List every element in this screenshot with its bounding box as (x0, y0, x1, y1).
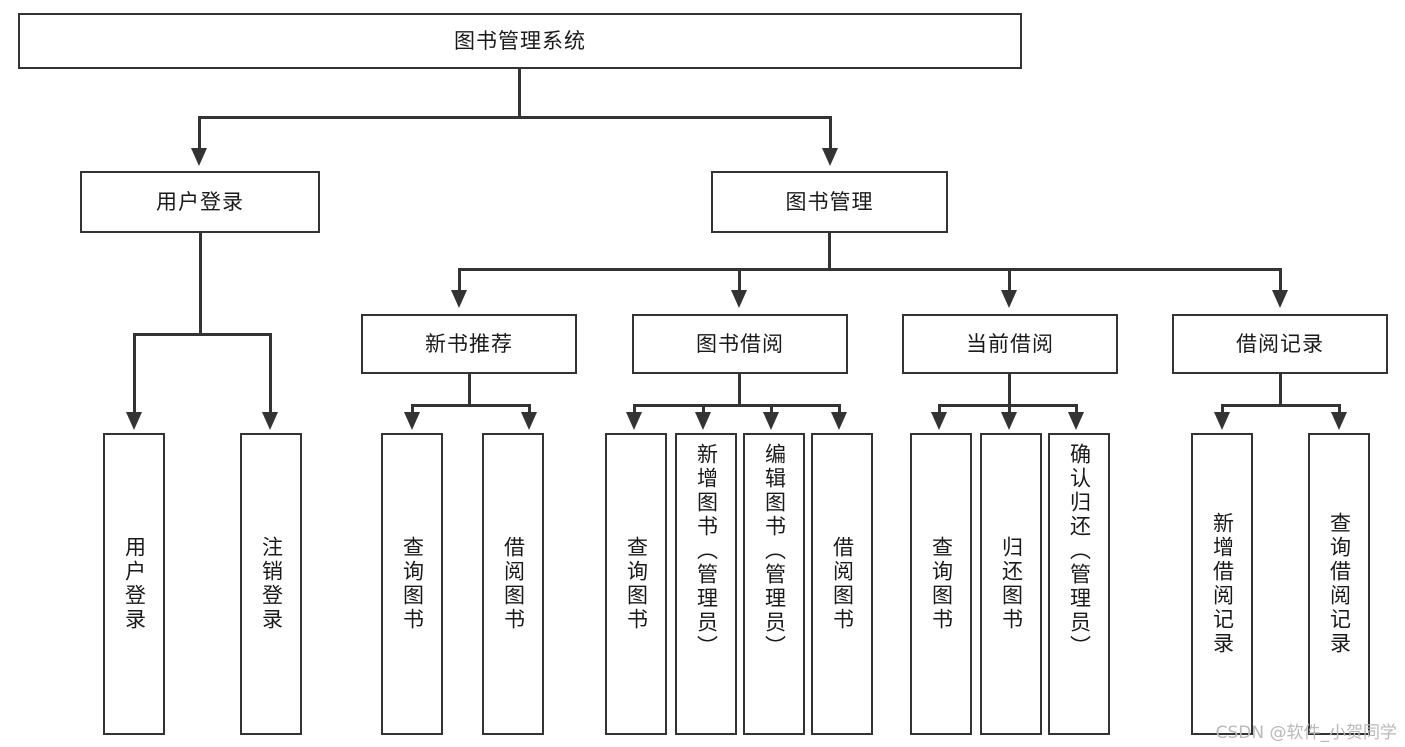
leaf-nb-query-book[interactable]: 查询图书 (381, 433, 443, 735)
edge-root-to-book-manage (829, 116, 832, 151)
edge-new-book-bar (411, 404, 531, 407)
edge-to-book-borrow (738, 268, 741, 293)
edge-user-login-stem (199, 233, 202, 334)
leaf-bb-edit-book[interactable]: 编辑图书（管理员） (743, 433, 805, 735)
edge-book-manage-stem (828, 233, 831, 270)
edge-book-borrow-stem (738, 374, 741, 406)
arrowhead-nb-leaf2 (521, 412, 537, 430)
arrowhead-user-login (191, 148, 207, 166)
leaf-bb-borrow-book[interactable]: 借阅图书 (811, 433, 873, 735)
leaf-nb-borrow-book[interactable]: 借阅图书 (482, 433, 544, 735)
edge-current-borrow-stem (1008, 374, 1011, 406)
arrowhead-new-book (451, 290, 467, 308)
arrowhead-current-borrow (1001, 290, 1017, 308)
leaf-cb-confirm-return[interactable]: 确认归还（管理员） (1048, 433, 1110, 735)
node-current-borrow[interactable]: 当前借阅 (902, 314, 1118, 374)
node-label: 查询图书 (400, 536, 425, 632)
leaf-bb-query-book[interactable]: 查询图书 (605, 433, 667, 735)
arrowhead-br-leaf1 (1214, 412, 1230, 430)
arrowhead-nb-leaf1 (404, 412, 420, 430)
edge-user-login-to-login (133, 333, 136, 415)
node-label: 查询借阅记录 (1327, 512, 1352, 656)
edge-root-stem (518, 69, 521, 117)
edge-to-current-borrow (1008, 268, 1011, 293)
edge-to-borrow-record (1279, 268, 1282, 293)
leaf-br-query-record[interactable]: 查询借阅记录 (1308, 433, 1370, 735)
arrowhead-bb-leaf3 (763, 412, 779, 430)
arrowhead-book-manage (822, 148, 838, 166)
arrowhead-cb-leaf2 (1001, 412, 1017, 430)
node-label: 归还图书 (999, 536, 1024, 632)
node-label: 借阅图书 (830, 536, 855, 632)
leaf-bb-add-book[interactable]: 新增图书（管理员） (675, 433, 737, 735)
edge-user-login-to-logout (269, 333, 272, 415)
leaf-user-logout[interactable]: 注销登录 (240, 433, 302, 735)
edge-new-book-stem (468, 374, 471, 406)
leaf-cb-return-book[interactable]: 归还图书 (980, 433, 1042, 735)
node-label: 查询图书 (624, 536, 649, 632)
edge-root-bar (198, 116, 832, 119)
leaf-br-add-record[interactable]: 新增借阅记录 (1191, 433, 1253, 735)
node-label: 确认归还（管理员） (1067, 443, 1092, 659)
edge-borrow-record-stem (1279, 374, 1282, 406)
node-label: 新增图书（管理员） (694, 443, 719, 659)
leaf-user-login[interactable]: 用户登录 (103, 433, 165, 735)
csdn-watermark: CSDN @软件_小贺同学 (1215, 723, 1397, 743)
node-root-system[interactable]: 图书管理系统 (18, 13, 1022, 69)
node-label: 借阅记录 (1236, 331, 1324, 356)
node-book-management[interactable]: 图书管理 (711, 171, 948, 233)
arrowhead-br-leaf2 (1331, 412, 1347, 430)
arrowhead-cb-leaf1 (931, 412, 947, 430)
node-borrow-record[interactable]: 借阅记录 (1172, 314, 1388, 374)
arrowhead-cb-leaf3 (1068, 412, 1084, 430)
edge-borrow-record-bar (1221, 404, 1341, 407)
arrowhead-book-borrow (731, 290, 747, 308)
edge-user-login-bar (133, 333, 272, 336)
node-label: 用户登录 (122, 536, 147, 632)
edge-book-borrow-bar (633, 404, 841, 407)
edge-root-to-user-login (198, 116, 201, 151)
edge-to-new-book (458, 268, 461, 293)
node-label: 新书推荐 (425, 331, 513, 356)
node-label: 当前借阅 (966, 331, 1054, 356)
node-book-borrow[interactable]: 图书借阅 (632, 314, 848, 374)
edge-book-manage-bar (458, 268, 1282, 271)
arrowhead-leaf-user-login (126, 412, 142, 430)
leaf-cb-query-book[interactable]: 查询图书 (910, 433, 972, 735)
node-label: 图书管理系统 (454, 28, 586, 53)
node-label: 注销登录 (259, 536, 284, 632)
node-label: 图书借阅 (696, 331, 784, 356)
node-label: 借阅图书 (501, 536, 526, 632)
node-label: 编辑图书（管理员） (762, 443, 787, 659)
arrowhead-bb-leaf1 (626, 412, 642, 430)
arrowhead-leaf-user-logout (262, 412, 278, 430)
node-label: 用户登录 (156, 189, 244, 214)
arrowhead-bb-leaf4 (831, 412, 847, 430)
node-label: 新增借阅记录 (1210, 512, 1235, 656)
node-label: 查询图书 (929, 536, 954, 632)
node-label: 图书管理 (785, 189, 874, 214)
node-new-book-recommend[interactable]: 新书推荐 (361, 314, 577, 374)
arrowhead-bb-leaf2 (695, 412, 711, 430)
node-user-login[interactable]: 用户登录 (80, 171, 320, 233)
arrowhead-borrow-record (1272, 290, 1288, 308)
